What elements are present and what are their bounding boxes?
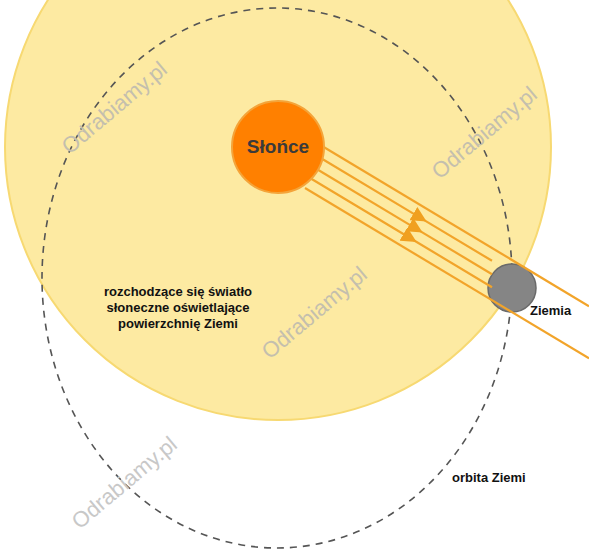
orbit-label: orbita Ziemi: [452, 470, 526, 485]
earth-label: Ziemia: [530, 303, 571, 318]
sun-circle: Słońce: [231, 100, 325, 194]
node-text: rozchodzące się światło słoneczne oświet…: [83, 284, 273, 332]
earth-orbit: [42, 8, 512, 548]
light-circle: [5, 0, 551, 420]
node-text: Słońce: [247, 136, 309, 158]
watermark: Odrabiamy.pl: [67, 432, 183, 535]
